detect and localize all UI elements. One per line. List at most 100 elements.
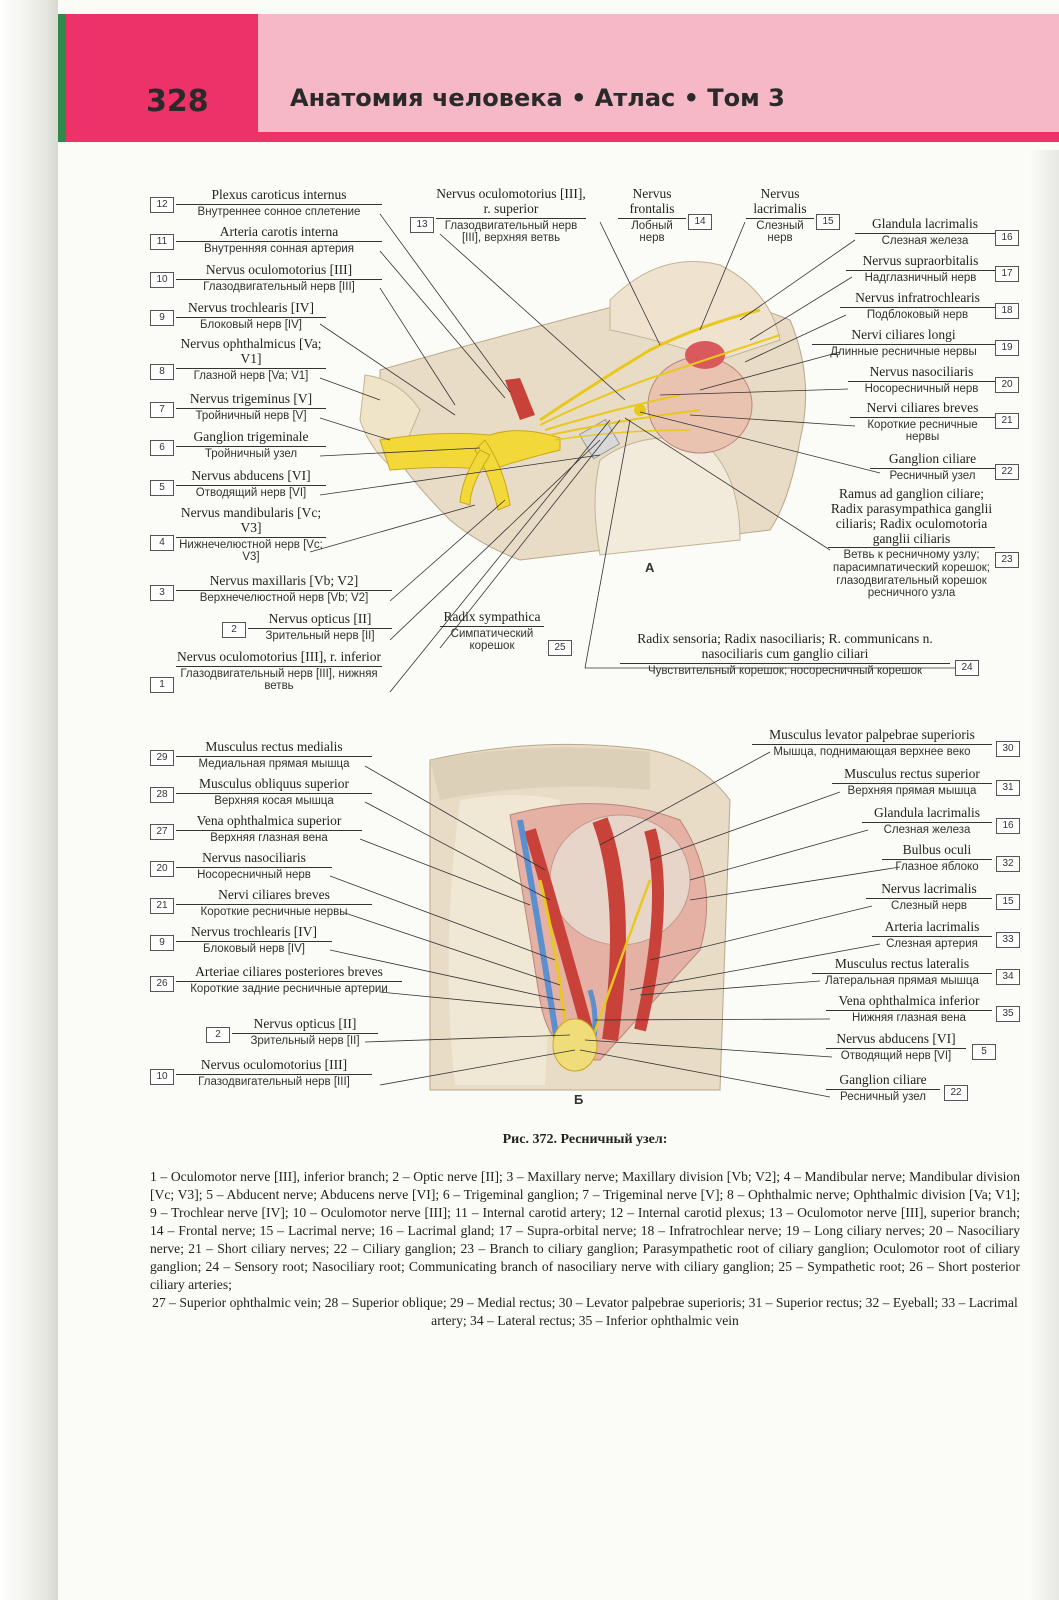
- label-13-latin: Nervus oculomotorius [III], r. superior: [436, 186, 586, 216]
- label-b-20-latin: Nervus nasociliaris: [202, 850, 306, 865]
- label-number-3: 3: [150, 585, 174, 601]
- label-18-russian: Подблоковый нерв: [866, 308, 969, 321]
- label-b-number-26: 26: [150, 976, 174, 992]
- label-12-latin: Plexus caroticus internus: [211, 187, 347, 202]
- label-21: Nervi ciliares breves Короткие ресничные…: [850, 400, 995, 444]
- label-b-number-20: 20: [150, 861, 174, 877]
- label-b-10: Nervus oculomotorius [III] Глазодвигател…: [176, 1057, 372, 1088]
- label-21-latin: Nervi ciliares breves: [866, 400, 979, 415]
- label-number-18: 18: [995, 303, 1019, 319]
- label-b-10-latin: Nervus oculomotorius [III]: [200, 1057, 348, 1072]
- page-number: 328: [146, 84, 209, 119]
- label-4-russian: Нижнечелюстной нерв [Vc; V3]: [179, 538, 323, 564]
- label-21-russian: Короткие ресничные нервы: [867, 418, 978, 444]
- label-b-33-russian: Слезная артерия: [886, 937, 978, 950]
- legend-text-last-line: 27 – Superior ophthalmic vein; 28 – Supe…: [152, 1295, 1018, 1328]
- label-number-11: 11: [150, 234, 174, 250]
- label-b-15: Nervus lacrimalis Слезный нерв: [866, 881, 992, 912]
- label-b-27-latin: Vena ophthalmica superior: [196, 813, 342, 828]
- label-b-number-16: 16: [996, 818, 1020, 834]
- label-b-32: Bulbus oculi Глазное яблоко: [882, 842, 992, 873]
- label-3-latin: Nervus maxillaris [Vb; V2]: [209, 573, 359, 588]
- label-11-latin: Arteria carotis interna: [219, 224, 339, 239]
- label-b-9-russian: Блоковый нерв [IV]: [203, 942, 305, 955]
- header-green-stripe: [58, 14, 66, 142]
- label-b-22: Ganglion ciliare Ресничный узел: [826, 1072, 940, 1103]
- label-number-2: 2: [222, 622, 246, 638]
- figure-a-letter: А: [645, 560, 655, 575]
- label-b-number-28: 28: [150, 787, 174, 803]
- label-number-1: 1: [150, 677, 174, 693]
- label-b-16-russian: Слезная железа: [883, 823, 971, 836]
- label-b-22-russian: Ресничный узел: [840, 1090, 926, 1103]
- label-9-latin: Nervus trochlearis [IV]: [188, 300, 314, 315]
- label-b-number-33: 33: [996, 932, 1020, 948]
- label-b-number-27: 27: [150, 824, 174, 840]
- label-1-latin: Nervus oculomotorius [III], r. inferior: [177, 649, 381, 664]
- label-7: Nervus trigeminus [V] Тройничный нерв [V…: [176, 391, 326, 422]
- label-number-9: 9: [150, 310, 174, 326]
- label-22: Ganglion ciliare Ресничный узел: [870, 451, 995, 482]
- label-22-latin: Ganglion ciliare: [888, 451, 977, 466]
- label-number-23: 23: [995, 552, 1019, 568]
- label-number-7: 7: [150, 402, 174, 418]
- label-b-34: Musculus rectus lateralis Латеральная пр…: [812, 956, 992, 987]
- label-number-10: 10: [150, 272, 174, 288]
- legend-text: 1 – Oculomotor nerve [III], inferior bra…: [150, 1169, 1020, 1292]
- label-b-number-2: 2: [206, 1027, 230, 1043]
- label-b-34-russian: Латеральная прямая мышца: [825, 974, 979, 987]
- label-b-number-30: 30: [996, 741, 1020, 757]
- label-25-latin: Radix sympathica: [443, 609, 541, 624]
- label-3: Nervus maxillaris [Vb; V2] Верхнечелюстн…: [176, 573, 392, 604]
- label-24-latin: Radix sensoria; Radix nasociliaris; R. c…: [637, 631, 933, 661]
- label-b-32-russian: Глазное яблоко: [895, 860, 979, 873]
- figure-a-leader-lines: [309, 213, 955, 693]
- label-4: Nervus mandibularis [Vc; V3] Нижнечелюст…: [176, 505, 326, 564]
- label-b-27-russian: Верхняя глазная вена: [210, 831, 328, 844]
- label-b-35: Vena ophthalmica inferior Нижняя глазная…: [826, 993, 992, 1024]
- label-10: Nervus oculomotorius [III] Глазодвигател…: [176, 262, 382, 293]
- label-b-9-latin: Nervus trochlearis [IV]: [191, 924, 317, 939]
- label-b-number-35: 35: [996, 1006, 1020, 1022]
- label-1-russian: Глазодвигательный нерв [III], нижняя вет…: [180, 667, 378, 693]
- label-b-27: Vena ophthalmica superior Верхняя глазна…: [176, 813, 362, 844]
- label-b-number-21: 21: [150, 898, 174, 914]
- label-b-5-latin: Nervus abducens [VI]: [836, 1031, 956, 1046]
- label-number-12: 12: [150, 197, 174, 213]
- figure-b-illustration: [429, 743, 731, 1091]
- label-number-14: 14: [688, 214, 712, 230]
- label-number-19: 19: [995, 340, 1019, 356]
- label-16-latin: Glandula lacrimalis: [871, 216, 979, 231]
- label-15-latin: Nervus lacrimalis: [753, 186, 807, 216]
- label-b-15-latin: Nervus lacrimalis: [881, 881, 977, 896]
- label-2-latin: Nervus opticus [II]: [268, 611, 372, 626]
- label-b-number-22: 22: [944, 1085, 968, 1101]
- label-12-russian: Внутреннее сонное сплетение: [197, 205, 361, 218]
- label-number-16: 16: [995, 230, 1019, 246]
- figure-b-letter: Б: [574, 1092, 584, 1107]
- page-gutter: [0, 0, 58, 1600]
- label-b-30-latin: Musculus levator palpebrae superioris: [769, 727, 975, 742]
- label-b-2-latin: Nervus opticus [II]: [253, 1016, 357, 1031]
- label-6: Ganglion trigeminale Тройничный узел: [176, 429, 326, 460]
- label-b-20-russian: Носоресничный нерв: [197, 868, 311, 881]
- label-8-latin: Nervus ophthalmicus [Va; V1]: [180, 336, 322, 366]
- label-b-29-latin: Musculus rectus medialis: [205, 739, 343, 754]
- label-b-16: Glandula lacrimalis Слезная железа: [862, 805, 992, 836]
- label-b-number-15: 15: [996, 894, 1020, 910]
- label-2: Nervus opticus [II] Зрительный нерв [II]: [248, 611, 392, 642]
- label-b-9: Nervus trochlearis [IV] Блоковый нерв [I…: [176, 924, 332, 955]
- label-b-26: Arteriae ciliares posteriores breves Кор…: [176, 964, 402, 995]
- label-13-russian: Глазодвигательный нерв [III], верхняя ве…: [444, 219, 578, 245]
- label-19: Nervi ciliares longi Длинные ресничные н…: [812, 327, 995, 358]
- header-underline: [258, 132, 1059, 142]
- label-2-russian: Зрительный нерв [II]: [265, 629, 375, 642]
- label-b-15-russian: Слезный нерв: [891, 899, 967, 912]
- label-number-20: 20: [995, 377, 1019, 393]
- label-b-31-russian: Верхняя прямая мышца: [847, 784, 977, 797]
- book-title: Анатомия человека • Атлас • Том 3: [290, 84, 785, 112]
- label-b-number-31: 31: [996, 780, 1020, 796]
- label-14-russian: Лобный нерв: [631, 219, 673, 245]
- label-10-russian: Глазодвигательный нерв [III]: [203, 280, 355, 293]
- label-20-latin: Nervus nasociliaris: [869, 364, 974, 379]
